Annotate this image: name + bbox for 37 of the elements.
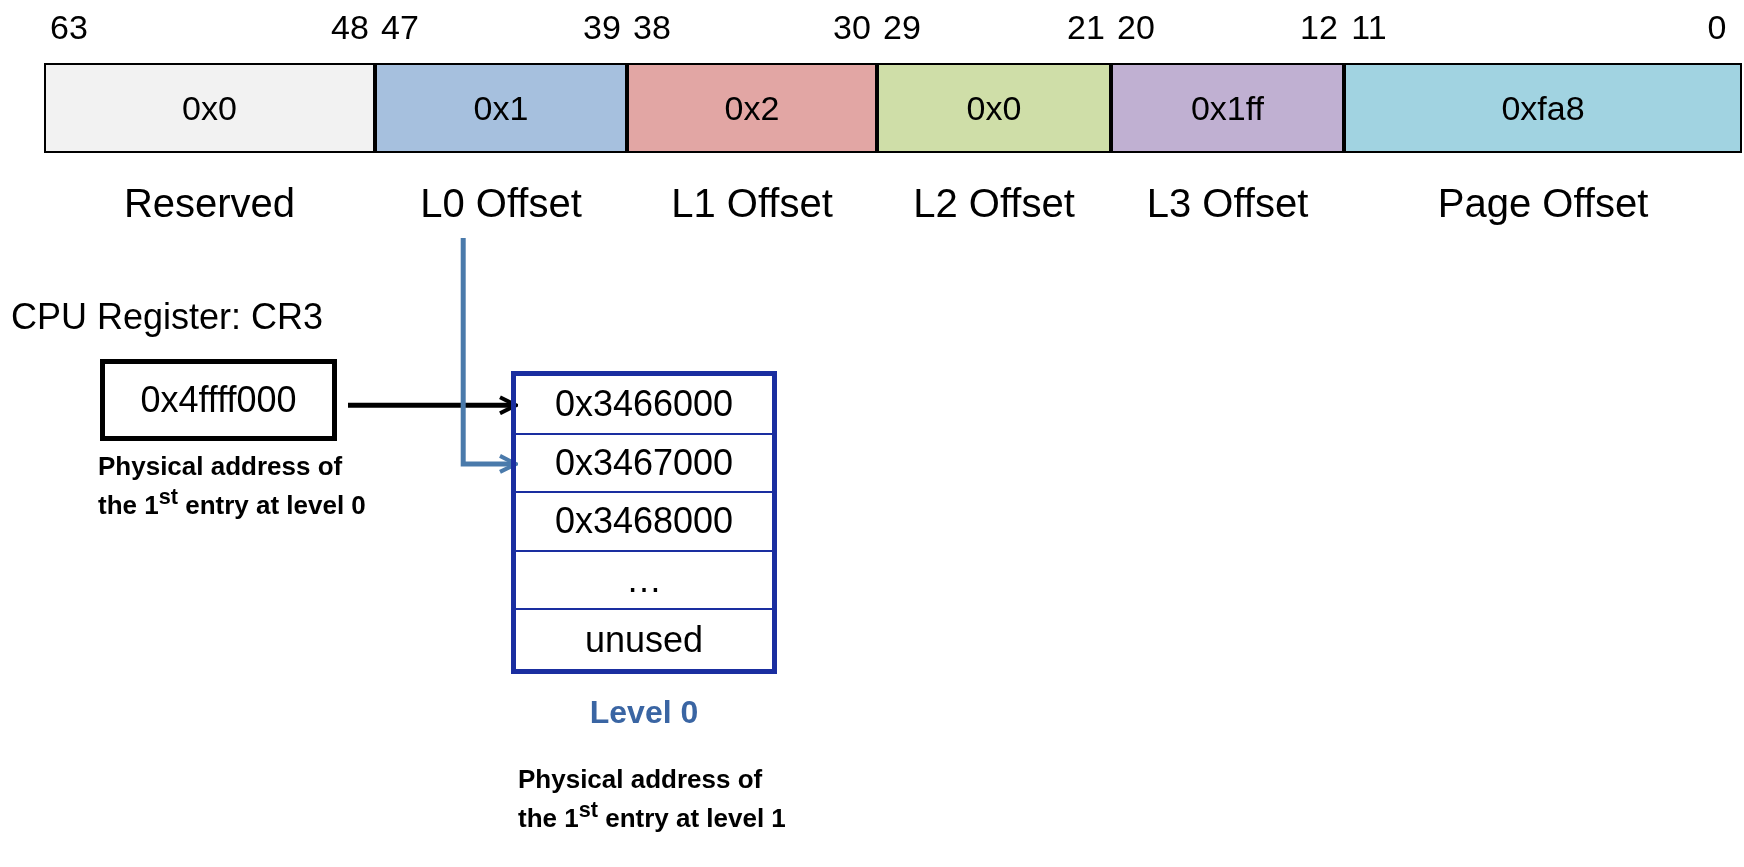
bit-number: 12 <box>1300 8 1338 47</box>
page-table <box>511 371 777 674</box>
bit-field: 0x1ff <box>1111 63 1344 153</box>
table-entry: … <box>626 559 662 602</box>
bit-number: 11 <box>1351 8 1387 47</box>
arrow <box>348 395 518 416</box>
field-name: L3 Offset <box>1145 181 1310 226</box>
arrow <box>460 238 518 474</box>
table-title: Level 0 <box>588 694 700 731</box>
note-text: Physical address of the 1$^{st}$ entry at level 1 <box>518 763 787 834</box>
bit-number: 63 <box>50 8 88 47</box>
note-text: Physical address of the 1$^{st}$ entry at level 0 <box>98 450 367 521</box>
field-name: L1 Offset <box>670 181 834 226</box>
bit-number: 0 <box>1707 8 1727 47</box>
bit-number: 30 <box>833 8 871 47</box>
bit-number: 39 <box>583 8 621 47</box>
bit-field: 0xfa8 <box>1344 63 1742 153</box>
table-entry: 0x3466000 <box>554 383 734 426</box>
field-name: L2 Offset <box>912 181 1076 226</box>
field-name: L0 Offset <box>419 181 583 226</box>
table-entry: 0x3468000 <box>554 500 734 543</box>
bit-field: 0x1 <box>375 63 627 153</box>
bit-number: 20 <box>1117 8 1155 47</box>
field-name: Reserved <box>122 181 297 226</box>
bit-number: 38 <box>633 8 671 47</box>
table-entry: unused <box>584 618 704 661</box>
register-box: 0x4ffff000 <box>100 359 337 441</box>
bit-number: 47 <box>381 8 419 47</box>
bit-number: 29 <box>883 8 921 47</box>
bit-field: 0x2 <box>627 63 877 153</box>
bit-field: 0x0 <box>877 63 1111 153</box>
bit-field: 0x0 <box>44 63 375 153</box>
register-name: CPU Register: CR3 <box>11 296 324 338</box>
bit-number: 48 <box>331 8 369 47</box>
bit-number: 21 <box>1067 8 1105 47</box>
table-entry: 0x3467000 <box>554 441 734 484</box>
field-name: Page Offset <box>1436 181 1650 226</box>
